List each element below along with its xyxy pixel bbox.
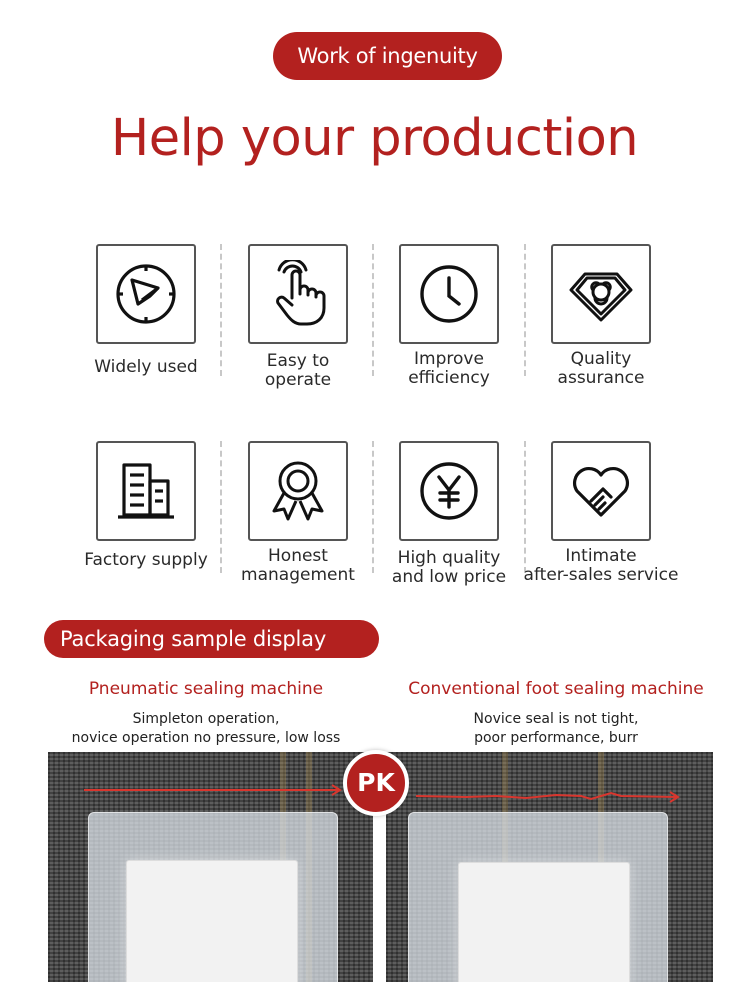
feature-label: Quality assurance [557,349,645,388]
left-machine-title: Pneumatic sealing machine [88,679,324,699]
feature-label: High quality and low price [391,548,507,587]
pk-badge: PK [343,750,409,816]
heart-handshake-icon [572,467,630,517]
seal-line [84,784,342,796]
section-badge-top: Work of ingenuity [273,32,502,80]
section-title-packaging: Packaging sample display [44,620,379,658]
clock-icon [420,265,478,323]
diamond-icon [569,272,633,322]
compass-icon [116,264,176,324]
page-title: Help your production [110,109,639,168]
feature-label: Factory supply [84,550,208,570]
divider [524,441,526,573]
right-machine-desc: Novice seal is not tight, poor performan… [473,711,639,746]
feature-label: Intimate after-sales service [523,546,679,585]
divider [524,244,526,376]
touch-hand-icon [276,260,326,326]
divider [372,441,374,573]
right-machine-title: Conventional foot sealing machine [408,679,704,699]
feature-label: Easy to operate [264,351,332,390]
divider [220,244,222,376]
pneumatic-seal-photo [48,752,373,982]
feature-label: Widely used [94,357,198,377]
divider [220,441,222,573]
factory-building-icon [118,463,174,519]
feature-label: Improve efficiency [408,349,490,388]
feature-label: Honest management [241,546,355,585]
foot-seal-photo [386,752,713,982]
yen-coin-icon [420,462,478,520]
left-machine-desc: Simpleton operation, novice operation no… [71,711,341,746]
seal-line-burr [415,791,680,803]
divider [372,244,374,376]
award-ribbon-icon [272,461,324,521]
